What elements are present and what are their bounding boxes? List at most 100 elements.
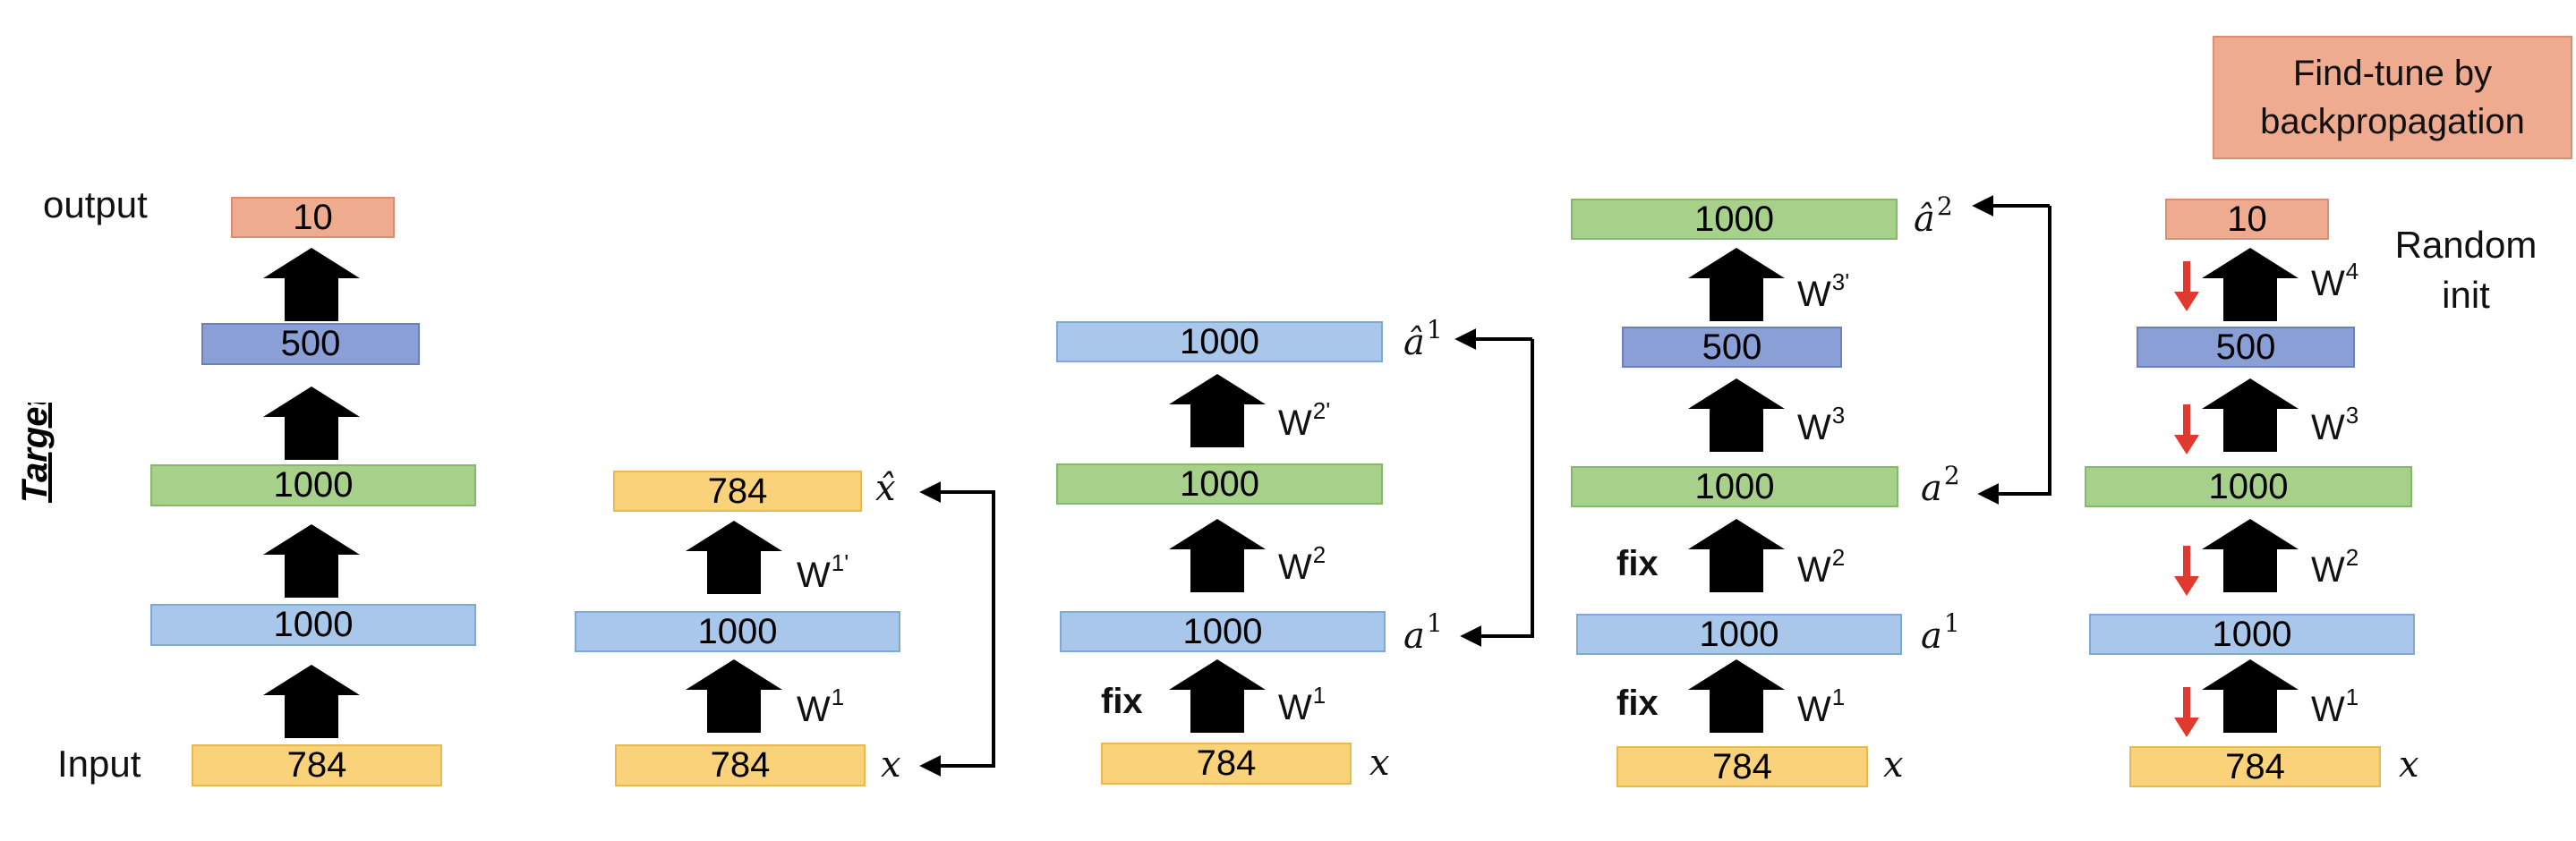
c3-fix-label: fix [1101,682,1143,721]
weight-base: W [1278,688,1312,727]
up-arrow-icon [2202,519,2299,592]
c4-weight-w2: W2 [1797,544,1845,590]
var-base: a [1921,616,1942,657]
up-arrow-icon [1688,519,1785,592]
c4-a1-var: a1 [1921,608,1960,657]
c3-bracket-arrow-icon [1460,339,1534,647]
up-arrow-icon [1169,659,1266,733]
weight-base: W [797,690,831,729]
c4-input-layer: 784 [1616,746,1868,787]
c3-weight-w2-prime: W2' [1278,397,1330,444]
up-arrow-icon [1688,659,1785,733]
weight-sup: 2' [1312,397,1331,424]
weight-sup: 1 [1312,682,1326,709]
c2-weight-w1-prime: W1' [797,549,849,596]
weight-base: W [2311,264,2345,303]
c5-weight-w3: W3 [2311,402,2358,448]
c2-weight-w1: W1 [797,684,844,730]
c2-reconstruction-layer: 784 [613,471,862,512]
c4-a2-hat-var: â2 [1914,191,1953,240]
var-base: a [1403,616,1425,657]
var-base: x̂ [875,468,896,509]
c4-weight-w1: W1 [1797,684,1845,730]
var-base: x [1883,744,1904,786]
var-base: â [1914,199,1935,240]
var-sup: 1 [1943,608,1960,638]
weight-sup: 4 [2345,258,2359,285]
c4-hidden-layer-3: 500 [1622,327,1842,368]
c3-weight-w2: W2 [1278,541,1326,588]
finetune-note: Find-tune by backpropagation [2213,36,2572,159]
c4-weight-w3-prime: W3' [1797,268,1849,315]
output-label: output [43,183,148,225]
c4-hidden-layer-1: 1000 [1576,614,1902,655]
var-sup: 2 [1936,191,1953,221]
c3-weight-w1: W1 [1278,682,1326,728]
up-arrow-icon [1688,378,1785,452]
weight-sup: 2 [2345,544,2359,571]
c3-a1-var: a1 [1403,608,1443,657]
weight-base: W [2311,550,2345,590]
var-sup: 1 [1426,608,1443,638]
up-arrow-icon [2202,659,2299,733]
weight-base: W [2311,690,2345,729]
backprop-arrow-icon [2174,261,2199,311]
c4-weight-w3: W3 [1797,402,1845,448]
c2-bracket-arrow-icon [919,481,995,768]
c5-hidden-layer-1: 1000 [2089,614,2415,655]
target-label: Target [15,403,55,503]
finetune-line-1: Find-tune by [2292,54,2493,93]
c3-input-layer: 784 [1101,743,1352,785]
c4-fix-label-lower: fix [1616,684,1659,723]
weight-base: W [1797,550,1831,590]
c4-bracket-arrow-icon [1977,206,2051,505]
weight-sup: 1' [831,549,849,576]
weight-base: W [1797,690,1831,729]
c3-hidden-layer-2: 1000 [1056,463,1383,505]
up-arrow-icon [2202,378,2299,452]
c5-hidden-layer-2: 1000 [2085,466,2412,507]
weight-base: W [1797,275,1831,314]
c3-a1-hat-var: â1 [1403,315,1443,363]
var-base: x [1369,743,1390,784]
c2-input-layer: 784 [615,744,866,786]
up-arrow-icon [1169,374,1266,447]
input-label: Input [57,743,141,785]
weight-sup: 1 [831,684,845,710]
up-arrow-icon [263,248,360,321]
finetune-line-2: backpropagation [2260,102,2525,141]
c3-reconstruction-layer: 1000 [1056,321,1383,362]
var-sup: 2 [1943,461,1960,490]
var-base: a [1921,468,1942,509]
weight-sup: 3 [1831,402,1846,429]
c4-x-var: x [1883,744,1904,786]
weight-base: W [1278,404,1312,443]
up-arrow-icon [686,659,782,733]
up-arrow-icon [263,524,360,598]
c1-output-layer: 10 [231,197,395,238]
c5-weight-w4: W4 [2311,258,2358,304]
weight-sup: 2 [1831,544,1846,571]
weight-sup: 2 [1312,541,1326,568]
random-init-line-1: Random [2394,224,2538,266]
var-base: â [1403,322,1425,363]
random-init-label: Random init [2390,220,2542,320]
weight-sup: 1 [2345,684,2359,710]
c3-x-var: x [1369,743,1390,784]
weight-sup: 3' [1831,268,1850,295]
c5-weight-w2: W2 [2311,544,2358,590]
weight-sup: 3 [2345,402,2359,429]
c5-output-layer: 10 [2165,199,2329,240]
var-base: x [2399,744,2419,786]
weight-base: W [797,556,831,595]
c2-x-var: x [881,744,901,786]
c5-input-layer: 784 [2129,746,2381,787]
c3-hidden-layer-1: 1000 [1060,611,1386,652]
up-arrow-icon [263,387,360,460]
c1-hidden-layer-500: 500 [201,323,420,365]
c4-reconstruction-layer: 1000 [1571,199,1898,240]
c5-hidden-layer-3: 500 [2137,327,2355,368]
target-text: Target [15,403,55,503]
c4-fix-label-upper: fix [1616,544,1659,583]
c2-hidden-layer: 1000 [575,611,900,652]
